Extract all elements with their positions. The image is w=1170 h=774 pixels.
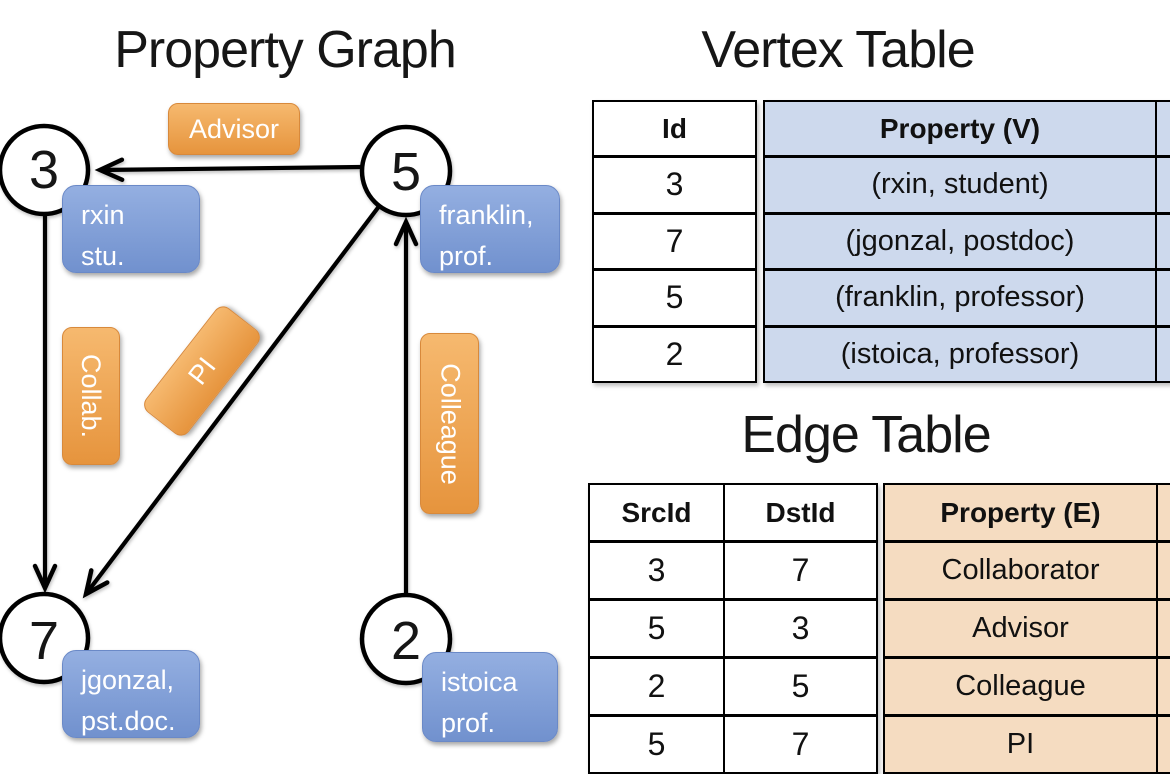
node-7-id: 7 — [28, 611, 60, 671]
node-3-id: 3 — [28, 140, 60, 200]
vertex-id-cell: 3 — [665, 166, 684, 203]
vertex-table-id-column: Id 3 7 5 2 — [592, 100, 757, 383]
node-7-property-box: jgonzal, pst.doc. — [62, 650, 200, 738]
table-row: (istoica, professor) — [765, 324, 1170, 381]
table-cell-clipped — [1156, 485, 1170, 540]
table-row: 7 — [594, 211, 755, 269]
edge-dst-cell: 7 — [723, 717, 876, 772]
vertex-id-cell: 5 — [665, 279, 684, 316]
vertex-table-header-property: Property (V) — [879, 112, 1041, 144]
table-row: 5 7 — [590, 714, 876, 772]
table-cell-clipped — [1156, 601, 1170, 656]
vertex-property-cell: (franklin, professor) — [835, 281, 1085, 314]
edge-src-cell: 5 — [647, 726, 666, 762]
edge-dst-cell: 5 — [723, 659, 876, 714]
edge-label-pi-text: PI — [181, 351, 222, 390]
vertex-id-cell: 2 — [665, 335, 684, 372]
table-cell-clipped — [1155, 102, 1170, 155]
table-row: 2 5 — [590, 656, 876, 714]
table-row: 3 — [594, 155, 755, 212]
table-cell-clipped — [1155, 271, 1170, 325]
vertex-table-property-column: Property (V) (rxin, student) (jgonzal, p… — [763, 100, 1170, 383]
property-graph-title: Property Graph — [114, 21, 457, 79]
table-cell-clipped — [1156, 659, 1170, 714]
edge-label-collab: Collab. — [62, 327, 120, 465]
table-row: Advisor — [885, 598, 1170, 656]
vertex-property-cell: (rxin, student) — [871, 168, 1049, 201]
table-row: Colleague — [885, 656, 1170, 714]
edge-dst-cell: 3 — [723, 601, 876, 656]
table-row: 5 — [594, 268, 755, 325]
vertex-id-cell: 7 — [665, 222, 684, 259]
vertex-table-title: Vertex Table — [701, 21, 975, 79]
edge-table-header-property: Property (E) — [940, 496, 1101, 528]
edge-property-cell: Colleague — [955, 670, 1086, 702]
node-7-property-line2: pst.doc. — [81, 706, 176, 737]
edge-label-advisor: Advisor — [168, 103, 300, 155]
table-row: 2 — [594, 324, 755, 382]
edge-label-collab-text: Collab. — [76, 353, 107, 439]
table-cell-clipped — [1155, 158, 1170, 212]
node-2-id: 2 — [390, 611, 422, 671]
node-7-property-line1: jgonzal, — [81, 665, 175, 695]
edge-table-property-column: Property (E) Collaborator Advisor Collea… — [883, 483, 1170, 774]
node-2-property-box: istoica prof. — [422, 652, 558, 742]
edge-label-advisor-text: Advisor — [188, 113, 280, 144]
node-3-property-box: rxin stu. — [62, 185, 200, 273]
table-cell-clipped — [1155, 327, 1170, 381]
edge-label-colleague-text: Colleague — [435, 362, 465, 485]
node-5-property-line2: prof. — [439, 241, 494, 272]
edge-table-header-srcid: SrcId — [621, 496, 692, 528]
edge-property-cell: Advisor — [972, 612, 1069, 644]
table-cell-clipped — [1155, 214, 1170, 268]
node-5-property-box: franklin, prof. — [420, 185, 560, 273]
edge-label-colleague: Colleague — [420, 333, 479, 514]
edge-table-header-dstid: DstId — [723, 485, 876, 540]
edge-src-cell: 3 — [647, 552, 666, 588]
edge-property-cell: Collaborator — [941, 554, 1100, 586]
node-3-property-line2: stu. — [81, 241, 125, 272]
node-2-property-line1: istoica — [441, 667, 518, 697]
node-5-id: 5 — [390, 142, 422, 202]
edge-table-title: Edge Table — [741, 406, 991, 464]
table-row: 3 7 — [590, 540, 876, 598]
table-row: PI — [885, 714, 1170, 772]
table-cell-clipped — [1156, 717, 1170, 772]
table-row: Collaborator — [885, 540, 1170, 598]
edge-src-cell: 2 — [647, 668, 666, 704]
table-row: (franklin, professor) — [765, 268, 1170, 325]
node-2-property-line2: prof. — [441, 708, 496, 739]
table-row: (jgonzal, postdoc) — [765, 211, 1170, 268]
table-cell-clipped — [1156, 543, 1170, 598]
edge-dst-cell: 7 — [723, 543, 876, 598]
vertex-table-header-id: Id — [662, 112, 687, 144]
table-row: (rxin, student) — [765, 155, 1170, 212]
vertex-property-cell: (jgonzal, postdoc) — [845, 224, 1075, 257]
edge-src-cell: 5 — [647, 610, 666, 646]
edge-table-id-columns: SrcId DstId 3 7 5 3 2 5 5 7 — [588, 483, 878, 774]
edge-property-cell: PI — [1006, 728, 1035, 760]
node-3-property-line1: rxin — [81, 200, 125, 230]
edge-pi-5-to-7 — [82, 203, 382, 599]
edge-advisor-5-to-3 — [94, 157, 363, 182]
table-row: 5 3 — [590, 598, 876, 656]
vertex-property-cell: (istoica, professor) — [840, 337, 1080, 370]
node-5-property-line1: franklin, — [439, 200, 534, 230]
